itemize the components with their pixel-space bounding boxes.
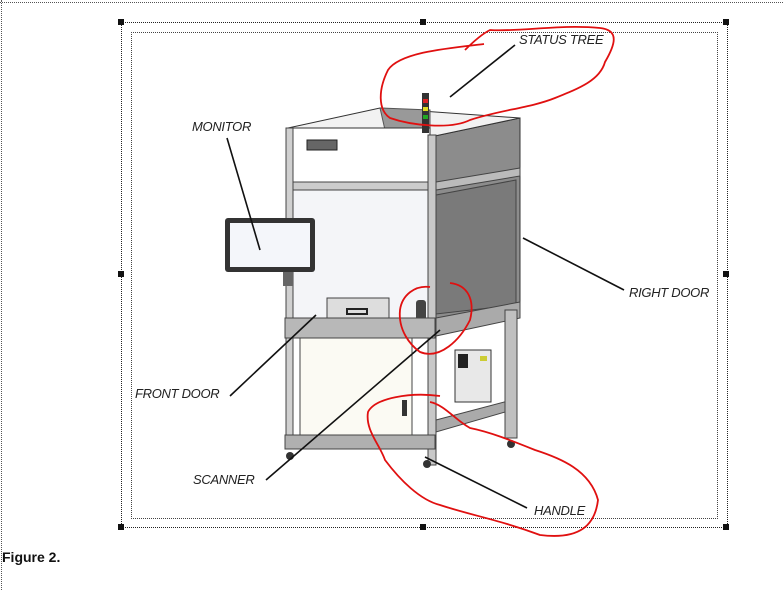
resize-handle-left[interactable] — [118, 271, 124, 277]
front-left-upright — [285, 127, 294, 449]
label-scanner: SCANNER — [193, 472, 255, 487]
leader-lines — [226, 44, 625, 509]
resize-handle-bottom-right[interactable] — [723, 524, 729, 530]
mid-frame-rail — [284, 317, 436, 339]
monitor-screen — [230, 223, 310, 267]
bottom-frame-rail — [284, 434, 436, 450]
status-light-green — [423, 115, 428, 119]
resize-handle-right[interactable] — [723, 271, 729, 277]
resize-handle-top-right[interactable] — [723, 19, 729, 25]
figure-caption: Figure 2. — [2, 549, 61, 565]
label-right-door: RIGHT DOOR — [629, 285, 710, 300]
resize-handle-bottom-left[interactable] — [118, 524, 124, 530]
monitor-arm — [283, 272, 293, 286]
top-front-panel — [287, 127, 431, 184]
label-front-door: FRONT DOOR — [135, 386, 220, 401]
right-door-inner — [435, 179, 517, 315]
rear-right-leg — [504, 309, 518, 439]
page-boundary-top — [0, 2, 783, 3]
label-status-tree: STATUS TREE — [519, 32, 604, 47]
page-boundary-left — [1, 0, 2, 590]
top-frame-rail — [285, 181, 433, 191]
label-monitor: MONITOR — [192, 119, 252, 134]
status-light-yellow — [423, 107, 428, 111]
lower-door-handle — [402, 400, 407, 416]
resize-handle-bottom[interactable] — [420, 524, 426, 530]
resize-handle-top-left[interactable] — [118, 19, 124, 25]
foot — [423, 460, 431, 468]
status-light-red — [423, 99, 428, 103]
resize-handle-top[interactable] — [420, 19, 426, 25]
status-tower — [422, 93, 429, 133]
nameplate — [306, 139, 338, 151]
image-border — [131, 32, 718, 519]
lower-front-door — [299, 337, 413, 439]
front-door-handle — [346, 308, 368, 315]
label-handle: HANDLE — [534, 503, 585, 518]
red-annotations — [366, 25, 615, 537]
front-right-upright — [427, 134, 437, 466]
